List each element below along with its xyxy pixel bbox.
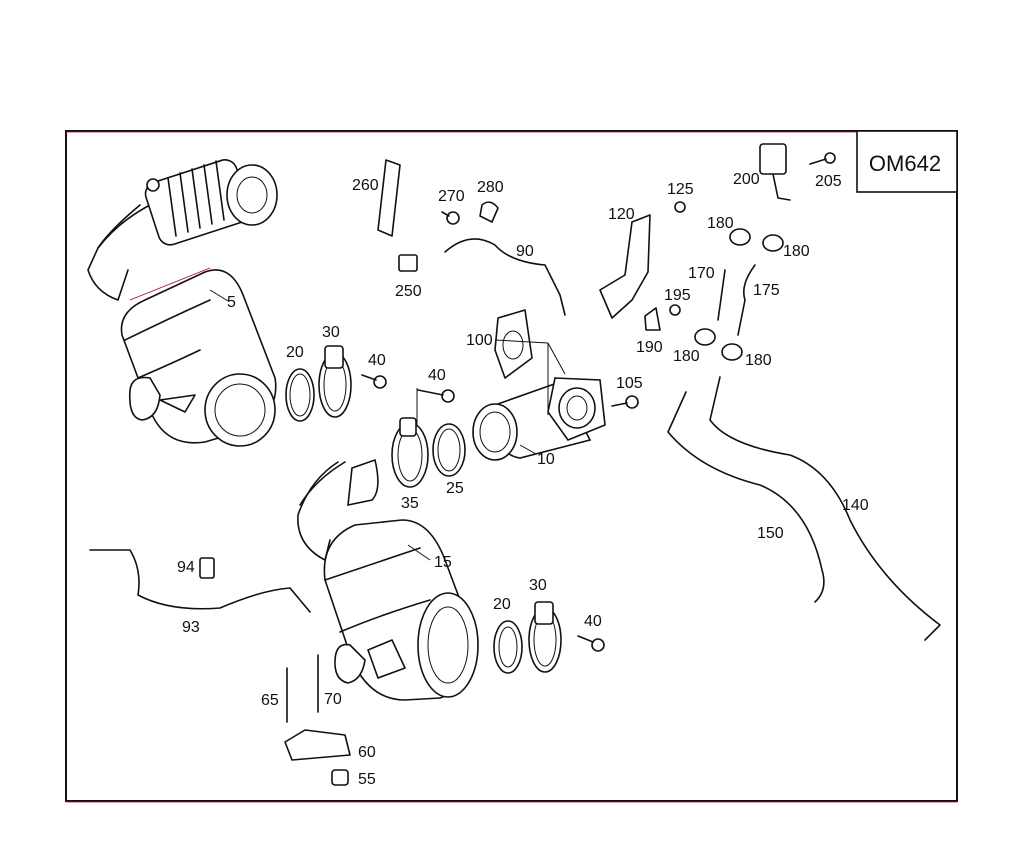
label-94: 94 bbox=[177, 559, 195, 576]
part-175-hose[interactable] bbox=[737, 264, 756, 336]
part-190-clip[interactable] bbox=[644, 307, 661, 331]
label-175: 175 bbox=[753, 282, 780, 299]
label-60: 60 bbox=[358, 744, 376, 761]
part-90-oxygen-sensor[interactable] bbox=[444, 238, 566, 316]
part-100-gasket-flange[interactable] bbox=[494, 309, 533, 379]
label-180-d: 180 bbox=[745, 352, 772, 369]
label-170: 170 bbox=[688, 265, 715, 282]
part-25-gasket-middle[interactable] bbox=[432, 423, 466, 477]
label-10: 10 bbox=[537, 451, 555, 468]
part-35-clamp-middle[interactable] bbox=[391, 417, 429, 488]
label-205: 205 bbox=[815, 173, 842, 190]
label-180-c: 180 bbox=[673, 348, 700, 365]
label-15: 15 bbox=[434, 554, 452, 571]
part-30-clamp-upper[interactable] bbox=[318, 345, 352, 418]
part-10-catalytic-converter[interactable] bbox=[472, 377, 606, 461]
label-260: 260 bbox=[352, 177, 379, 194]
part-150-pipe[interactable] bbox=[667, 391, 825, 603]
label-120: 120 bbox=[608, 206, 635, 223]
part-270-bolt[interactable] bbox=[441, 211, 460, 225]
label-90: 90 bbox=[516, 243, 534, 260]
label-125: 125 bbox=[667, 181, 694, 198]
label-105: 105 bbox=[616, 375, 643, 392]
part-60-bracket[interactable] bbox=[284, 729, 351, 761]
label-20-upper: 20 bbox=[286, 344, 304, 361]
label-30-upper: 30 bbox=[322, 324, 340, 341]
label-40-upper: 40 bbox=[368, 352, 386, 369]
label-100: 100 bbox=[466, 332, 493, 349]
label-40-middle: 40 bbox=[428, 367, 446, 384]
part-94-clip[interactable] bbox=[199, 557, 215, 579]
label-140: 140 bbox=[842, 497, 869, 514]
part-125-bolt[interactable] bbox=[674, 201, 686, 213]
part-40-bolt-middle[interactable] bbox=[417, 389, 455, 403]
label-200: 200 bbox=[733, 171, 760, 188]
label-25: 25 bbox=[446, 480, 464, 497]
part-5-diesel-particulate-filter[interactable] bbox=[87, 157, 278, 447]
label-180-a: 180 bbox=[707, 215, 734, 232]
part-250-connector[interactable] bbox=[398, 254, 418, 272]
part-195-nut[interactable] bbox=[669, 304, 681, 316]
engine-code: OM642 bbox=[869, 151, 941, 176]
label-195: 195 bbox=[664, 287, 691, 304]
label-35: 35 bbox=[401, 495, 419, 512]
part-30-clamp-lower[interactable] bbox=[528, 601, 562, 673]
part-105-bolt[interactable] bbox=[611, 395, 639, 409]
part-140-pipe[interactable] bbox=[709, 376, 941, 641]
label-30-lower: 30 bbox=[529, 577, 547, 594]
part-170-hose[interactable] bbox=[717, 269, 726, 321]
label-70: 70 bbox=[324, 691, 342, 708]
label-93: 93 bbox=[182, 619, 200, 636]
part-260-bracket[interactable] bbox=[377, 159, 401, 237]
label-5: 5 bbox=[227, 294, 236, 311]
part-15-diesel-particulate-filter[interactable] bbox=[297, 458, 479, 701]
part-20-gasket-upper[interactable] bbox=[285, 368, 315, 422]
label-20-lower: 20 bbox=[493, 596, 511, 613]
diagram-frame bbox=[65, 130, 958, 802]
label-150: 150 bbox=[757, 525, 784, 542]
part-120-bracket[interactable] bbox=[599, 214, 651, 319]
label-270: 270 bbox=[438, 188, 465, 205]
part-93-temperature-sensor[interactable] bbox=[89, 549, 311, 613]
label-250: 250 bbox=[395, 283, 422, 300]
label-55: 55 bbox=[358, 771, 376, 788]
label-280: 280 bbox=[477, 179, 504, 196]
part-200-pressure-sensor[interactable] bbox=[759, 143, 791, 201]
label-40-lower: 40 bbox=[584, 613, 602, 630]
part-40-bolt-upper[interactable] bbox=[361, 374, 387, 389]
part-280-clip[interactable] bbox=[479, 201, 499, 223]
label-180-b: 180 bbox=[783, 243, 810, 260]
part-180-hose-clamps[interactable] bbox=[694, 228, 784, 361]
part-40-bolt-lower[interactable] bbox=[577, 635, 605, 652]
part-20-gasket-lower[interactable] bbox=[493, 620, 523, 674]
engine-code-box bbox=[856, 130, 958, 193]
part-205-bolt[interactable] bbox=[809, 152, 836, 165]
label-190: 190 bbox=[636, 339, 663, 356]
label-65: 65 bbox=[261, 692, 279, 709]
leader-lines bbox=[209, 289, 566, 561]
part-55-nut[interactable] bbox=[331, 769, 349, 786]
